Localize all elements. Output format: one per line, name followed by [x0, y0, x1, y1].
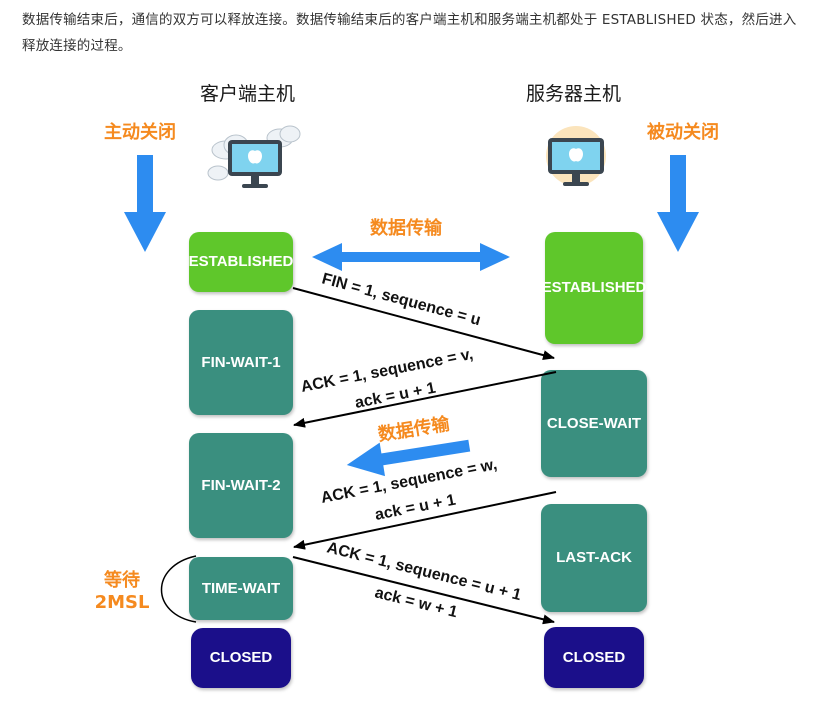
ack-v-arrow [293, 371, 557, 428]
data-transfer-label-top: 数据传输 [370, 218, 442, 239]
msg-ack-u1-line2: ack = w + 1 [373, 584, 459, 621]
wait-label-line1: 等待 [104, 570, 140, 591]
client-state-time-wait: TIME-WAIT [189, 557, 293, 620]
client-state-fin-wait-2: FIN-WAIT-2 [189, 433, 293, 538]
msg-ack-w-line1: ACK = 1, sequence = w, [320, 456, 499, 507]
client-host-title: 客户端主机 [200, 83, 296, 105]
server-state-close-wait: CLOSE-WAIT [541, 370, 647, 477]
active-close-label: 主动关闭 [104, 122, 176, 143]
monitor-sun-icon [546, 126, 606, 186]
double-arrow-icon [312, 243, 510, 271]
ack-w-arrow [293, 491, 557, 550]
msg-fin-label: FIN = 1, sequence = u [320, 270, 482, 329]
server-host-title: 服务器主机 [526, 83, 622, 105]
msg-ack-w-line2: ack = u + 1 [374, 492, 458, 524]
blue-down-arrow-icon [124, 155, 166, 252]
fin-arrow [292, 287, 555, 360]
ack-u1-arrow [292, 556, 555, 625]
wait-label-line2: 2MSL [94, 592, 150, 613]
client-state-closed: CLOSED [191, 628, 291, 688]
monitor-cloud-icon [207, 125, 301, 188]
wait-bracket [160, 555, 197, 623]
intro-paragraph: 数据传输结束后，通信的双方可以释放连接。数据传输结束后的客户端主机和服务端主机都… [22, 12, 797, 54]
server-state-closed: CLOSED [544, 627, 644, 688]
client-state-fin-wait-1: FIN-WAIT-1 [189, 310, 293, 415]
msg-ack-v-line2: ack = u + 1 [354, 380, 438, 412]
server-state-last-ack: LAST-ACK [541, 504, 647, 612]
blue-down-arrow-icon [657, 155, 699, 252]
data-transfer-arrow-icon [346, 439, 471, 477]
passive-close-label: 被动关闭 [647, 122, 719, 143]
